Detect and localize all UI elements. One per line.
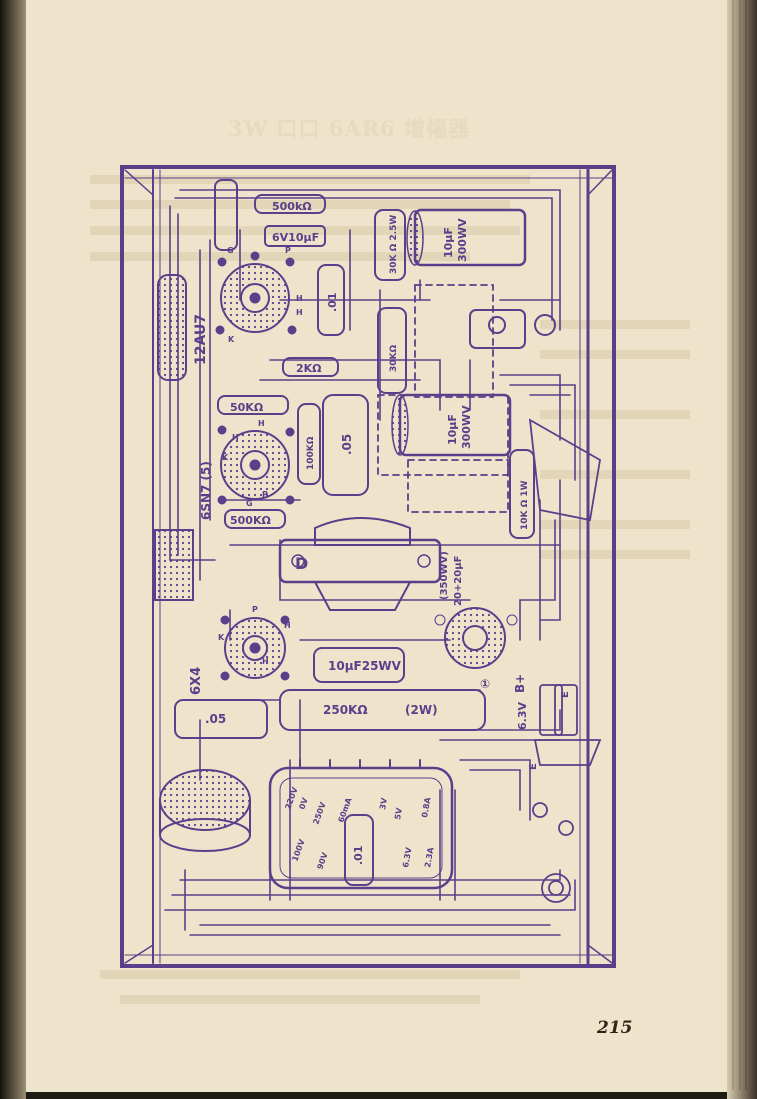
pin-6x4-p: P — [252, 605, 258, 614]
tx-90v: 90V — [315, 851, 330, 871]
pin-6sn7-g: G — [246, 499, 253, 508]
label-12au7: 12AU7 — [193, 314, 209, 365]
pin-6x4-h2: H — [262, 657, 269, 666]
pin-6x4-h1: H — [284, 621, 291, 630]
label-c-05-b: .05 — [205, 712, 226, 726]
terminal-e-top: E — [560, 691, 571, 698]
tx-250v: 250V — [311, 800, 328, 825]
tx-23a: 2.3A — [423, 846, 436, 868]
pin-12au7-p: P — [285, 246, 291, 255]
label-c-05-a: .05 — [340, 434, 354, 455]
label-can1-value: 10μF — [442, 227, 455, 258]
label-r-30k-25w: 30K Ω 2.5W — [389, 215, 399, 274]
tx-63v: 6.3V — [401, 846, 414, 868]
tube-12au7 — [215, 251, 297, 335]
tube-6x4 — [220, 615, 290, 681]
terminal-63v: 6.3V — [516, 702, 529, 730]
label-6x4: 6X4 — [189, 667, 204, 695]
label-cap-multi-wv: (350WV) — [439, 551, 450, 600]
terminal-bplus: B+ — [513, 674, 527, 693]
power-transformer — [268, 759, 454, 890]
label-c-01-a: .01 — [326, 293, 339, 313]
speaker-dome — [159, 769, 251, 852]
pin-6sn7-k: K — [222, 453, 229, 462]
label-r-250k-watt: (2W) — [405, 703, 438, 717]
label-choke: D — [295, 554, 308, 573]
label-r-10k-1w: 10K Ω 1W — [520, 480, 530, 530]
label-can2-value: 10μF — [446, 414, 459, 445]
tx-0v: 0V — [297, 796, 310, 811]
tx-60ma: 60mA — [336, 796, 354, 824]
tx-3v: 3V — [378, 796, 389, 810]
terminal-e-bottom: E — [528, 763, 539, 770]
label-c-01-b: .01 — [352, 846, 365, 866]
pin-6sn7-p: P — [262, 490, 268, 499]
label-c-10uf-25wv: 10μF25WV — [328, 659, 402, 673]
left-fitting — [157, 274, 187, 381]
pin-12au7-h2: H — [296, 308, 303, 317]
label-r-100k: 100KΩ — [306, 436, 316, 470]
output-tube-socket — [434, 607, 518, 669]
label-c-6v10uf: 6V10μF — [272, 231, 319, 244]
label-r-50k: 50KΩ — [230, 401, 264, 414]
chassis-frame — [120, 165, 616, 968]
book-gutter — [0, 0, 26, 1099]
tx-100v: 100V — [290, 837, 307, 862]
label-cap-multi-value: 20+20μF — [453, 556, 464, 606]
pin-6sn7-h2: H — [258, 419, 265, 428]
tx-5v: 5V — [393, 806, 404, 820]
pin-6x4-k: K — [218, 633, 225, 642]
tube-6sn7 — [217, 425, 295, 505]
wiring-diagram — [120, 165, 616, 968]
label-r-500k-b: 500KΩ — [230, 514, 271, 527]
page-edge — [727, 0, 757, 1099]
label-can1-voltage: 300WV — [456, 218, 469, 262]
can-cap-2 — [391, 393, 512, 457]
label-r-30k: 30KΩ — [389, 345, 399, 372]
label-r-2k: 2KΩ — [296, 362, 322, 375]
label-can2-voltage: 300WV — [460, 405, 473, 449]
choke-d — [278, 517, 442, 611]
pin-12au7-h1: H — [296, 294, 303, 303]
label-6sn7: 6SN7 (5) — [199, 461, 213, 520]
page-heading: 3W 口口 6AR6 增幅器 — [228, 116, 471, 141]
input-jack — [469, 309, 556, 349]
tx-08a: 0.8A — [420, 796, 433, 818]
page-number: 215 — [597, 1018, 633, 1038]
can-cap-1 — [406, 208, 527, 267]
label-r-500k-top: 500kΩ — [272, 200, 312, 213]
pin-6sn7-h1: H — [232, 433, 239, 442]
pin-12au7-g: G — [227, 246, 234, 255]
left-bracket — [154, 529, 194, 601]
marker-circled-1: ① — [480, 677, 490, 691]
label-r-250k: 250KΩ — [323, 703, 368, 717]
pin-12au7-k: K — [228, 335, 235, 344]
